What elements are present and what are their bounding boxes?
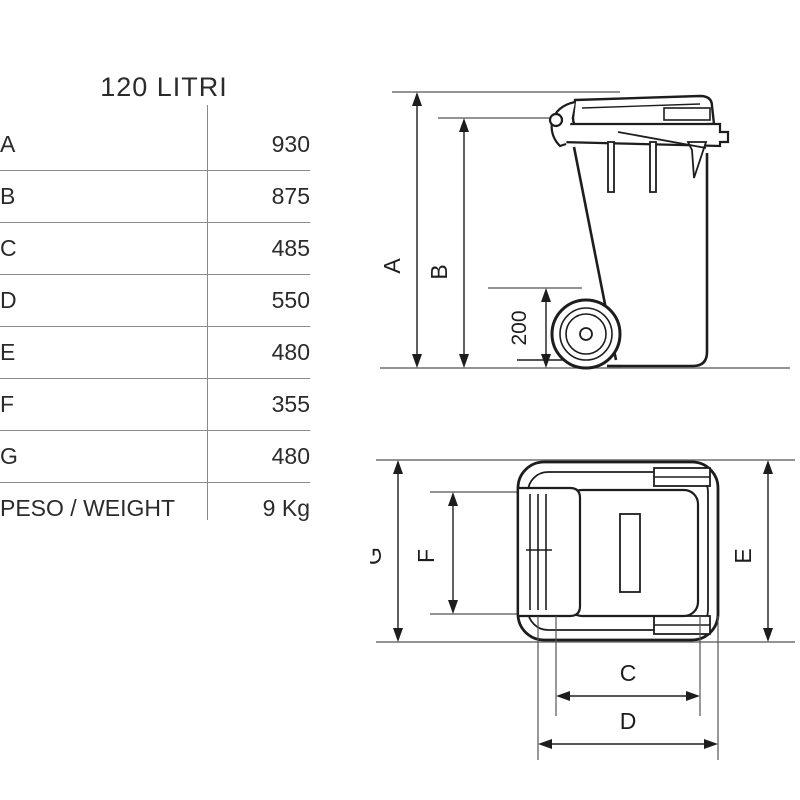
table-row: F 355 [0,378,310,431]
table-row-weight: PESO / WEIGHT 9 Kg [0,483,310,535]
dimensions-table: A 930 B 875 C 485 D 550 [0,119,310,534]
dimension-key: C [0,222,205,275]
specification-panel: 120 LITRI A 930 B 875 C 485 [0,72,320,534]
dimension-value: 480 [205,430,310,483]
dimension-label-200: 200 [508,310,531,345]
dimension-key: F [0,378,205,431]
dimension-c: C [556,660,700,701]
dimension-key: E [0,326,205,379]
lid-top-crease [581,103,701,109]
plan-handle-block [516,486,582,618]
table-row: A 930 [0,119,310,171]
dimension-label-d: D [620,708,637,734]
lid-recess-panel [663,107,711,121]
dimension-g: G [370,460,403,642]
table-row: D 550 [0,274,310,327]
drawings-area: A B 200 [370,0,800,800]
plan-top-view: G F E [370,448,800,778]
dimension-label-c: C [620,660,637,686]
dimension-value: 875 [205,170,310,223]
table-row: E 480 [0,326,310,379]
dimension-label-g: G [370,547,386,565]
bin-rear-wall [622,153,709,368]
bin-plan-outline [516,460,720,642]
weight-label: PESO / WEIGHT [0,495,176,521]
table-row: G 480 [0,430,310,483]
bin-lid [548,94,730,193]
page-title: 120 LITRI [100,72,228,102]
hinge-pivot-icon [548,112,564,128]
bin-wheel [550,298,622,370]
dimension-f: F [413,492,458,614]
table-row: C 485 [0,222,310,275]
table-row: B 875 [0,170,310,223]
lid-rib [607,141,615,193]
lid-wedge-rib [686,141,708,179]
dimension-key: D [0,274,205,327]
dimension-label-a: A [379,258,405,274]
dimension-d: D [538,708,718,749]
side-view-svg: A B 200 [379,91,790,370]
dimension-value: 930 [205,119,310,171]
dimension-value: 485 [205,222,310,275]
plan-view-svg: G F E [370,459,795,760]
dimension-key: A [0,119,205,171]
dimension-e: E [730,460,773,642]
weight-value: 9 Kg [262,495,310,521]
dimension-label-e: E [730,548,756,563]
lid-under-slope [617,131,707,149]
dimension-key: B [0,170,205,223]
lid-rib [649,141,657,193]
dimension-value: 550 [205,274,310,327]
dimension-b: B [426,118,469,368]
dimension-wheel-height: 200 [488,287,582,368]
dimension-value: 355 [205,378,310,431]
dimension-label-f: F [413,549,439,563]
dimension-key: G [0,430,205,483]
dimension-value: 480 [205,326,310,379]
dimension-a: A [379,92,422,368]
side-elevation-view: A B 200 [370,70,800,450]
wheel-axle-icon [579,327,593,341]
dimension-label-b: B [426,264,452,279]
plan-lid-grip-slot [619,513,641,593]
